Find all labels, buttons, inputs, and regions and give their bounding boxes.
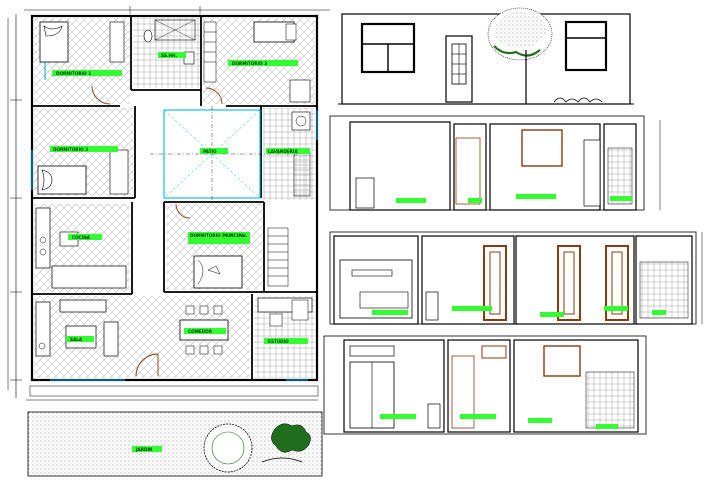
desk bbox=[257, 297, 313, 327]
room-label-patio: PATIO bbox=[203, 149, 217, 154]
label-bg-dormitorio-principal bbox=[188, 232, 250, 244]
tree bbox=[487, 7, 553, 104]
label-bg bbox=[516, 194, 556, 199]
room-label-dormitorio-principal: DORMITORIO PRINCIPAL bbox=[190, 233, 247, 238]
room-label-sala: SALA bbox=[70, 337, 83, 342]
label-bg-estudio bbox=[264, 338, 308, 344]
closet bbox=[583, 139, 601, 207]
label-bg-sala bbox=[66, 336, 94, 342]
facade-elevation bbox=[338, 7, 634, 105]
kitchen-counter bbox=[35, 207, 127, 289]
label-bg-dormitorio-1 bbox=[52, 70, 122, 76]
label-bg bbox=[468, 198, 482, 203]
washer bbox=[291, 111, 311, 197]
door bbox=[455, 137, 481, 205]
label-bg-dormitorio-2 bbox=[50, 146, 118, 152]
door-swings bbox=[91, 85, 223, 377]
label-bg bbox=[372, 310, 408, 315]
dimension-ticks bbox=[10, 6, 703, 401]
section-a bbox=[329, 115, 645, 211]
bed bbox=[37, 149, 129, 195]
room-label-sshh: SS.HH. bbox=[161, 53, 177, 58]
door bbox=[451, 355, 475, 429]
room-labels: DORMITORIO 1 SS.HH. DORMITORIO 3 DORMITO… bbox=[50, 52, 310, 344]
label-bg-comedor bbox=[184, 328, 226, 334]
facade-window-left bbox=[360, 22, 416, 74]
cabinet bbox=[425, 291, 439, 321]
room-label-dormitorio-1: DORMITORIO 1 bbox=[56, 71, 91, 76]
window bbox=[481, 345, 507, 359]
label-bg-jardin bbox=[132, 446, 162, 452]
bath-wall bbox=[585, 371, 635, 429]
garden: JARDIN bbox=[27, 385, 323, 477]
room-label-lavanderia: LAVANDERIA bbox=[268, 149, 298, 154]
door bbox=[557, 245, 581, 321]
label-bg bbox=[396, 198, 426, 203]
label-bg bbox=[380, 414, 416, 419]
bookshelf bbox=[339, 259, 413, 319]
label-bg bbox=[452, 306, 492, 311]
room-label-estudio: ESTUDIO bbox=[268, 339, 289, 344]
label-bg-dormitorio-3 bbox=[228, 60, 298, 66]
window bbox=[543, 345, 581, 377]
label-bg bbox=[460, 414, 496, 419]
cabinet bbox=[355, 177, 375, 209]
label-bg-lavanderia bbox=[266, 148, 310, 154]
bath-wall bbox=[607, 147, 633, 205]
label-bg-patio bbox=[200, 148, 228, 154]
room-label-dormitorio-3: DORMITORIO 3 bbox=[232, 61, 267, 66]
label-bg bbox=[610, 196, 632, 201]
upper-cabinet bbox=[349, 345, 395, 357]
label-bg bbox=[652, 310, 666, 315]
shrubs bbox=[553, 97, 603, 103]
bed bbox=[193, 255, 243, 289]
bed bbox=[39, 21, 125, 63]
label-bg bbox=[596, 424, 618, 429]
room-label-dormitorio-2: DORMITORIO 2 bbox=[53, 147, 88, 152]
label-bg bbox=[604, 306, 628, 311]
label-bg bbox=[528, 418, 552, 423]
sofa bbox=[35, 299, 119, 357]
bed bbox=[253, 21, 311, 103]
room-label-cocina: COCINA bbox=[72, 235, 91, 240]
bath-wall bbox=[639, 261, 689, 319]
window bbox=[521, 129, 563, 167]
label-bg bbox=[540, 312, 564, 317]
section-c bbox=[323, 335, 647, 435]
section-b bbox=[329, 231, 697, 325]
toilet bbox=[143, 19, 196, 65]
room-label-comedor: COMEDOR bbox=[188, 329, 213, 334]
room-label-jardin: JARDIN bbox=[135, 447, 153, 452]
stairs bbox=[203, 21, 289, 287]
cabinet bbox=[427, 403, 441, 429]
facade-door bbox=[445, 35, 473, 103]
facade-window-right bbox=[564, 20, 608, 72]
label-bg-sshh bbox=[158, 52, 186, 58]
door bbox=[483, 245, 507, 321]
floor-plan: DORMITORIO 1 SS.HH. DORMITORIO 3 DORMITO… bbox=[7, 9, 330, 477]
label-bg-cocina bbox=[68, 234, 102, 240]
door bbox=[605, 245, 629, 321]
interior-walls bbox=[32, 16, 317, 380]
